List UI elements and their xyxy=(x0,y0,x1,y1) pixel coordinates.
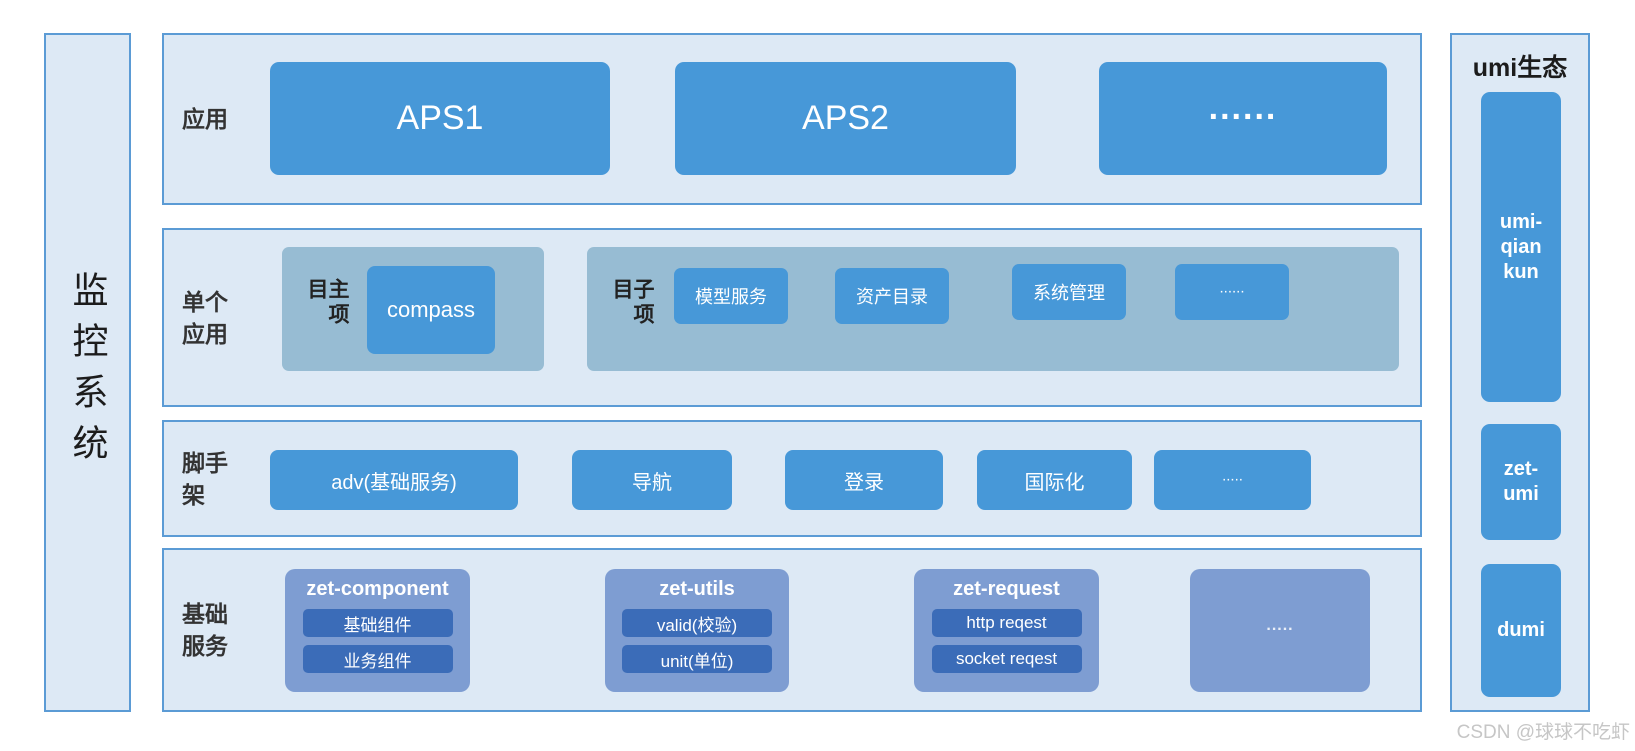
scaffold-box-i18n: 国际化 xyxy=(977,450,1132,510)
app-box-aps2: APS2 xyxy=(675,62,1016,175)
scaffold-box-i18n-label: 国际化 xyxy=(1024,471,1085,494)
scaffold-box-adv: adv(基础服务) xyxy=(270,450,518,510)
inner-box-socket-request: socket reqest xyxy=(931,645,1082,673)
umi-block-dumi: dumi xyxy=(1481,564,1561,697)
inner-box-unit: unit(单位) xyxy=(622,645,772,673)
umi-block-zet-umi: zet- umi xyxy=(1481,424,1561,540)
layer-base-services: 基础 服务 zet-component 基础组件 业务组件 zet-utils … xyxy=(162,548,1422,712)
inner-box-business-components: 业务组件 xyxy=(302,645,453,673)
group-zet-request: zet-request http reqest socket reqest xyxy=(914,569,1099,692)
sub-project-group: 子项目 模型服务 资产目录 系统管理 ...... xyxy=(587,247,1399,371)
layer-app: 应用 APS1 APS2 ...... xyxy=(162,33,1422,205)
sub-project-label: 子项目 xyxy=(610,278,654,328)
group-more-services: ..... xyxy=(1190,569,1370,692)
sub-box-model-service: 模型服务 xyxy=(674,268,788,324)
inner-box-valid-label: valid(校验) xyxy=(656,615,738,635)
group-zet-component: zet-component 基础组件 业务组件 xyxy=(285,569,470,692)
umi-ecosystem-title: umi生态 xyxy=(1472,54,1568,82)
app-box-aps1-label: APS1 xyxy=(396,99,484,137)
layer-single-app: 单个 应用 主项目 compass 子项目 模型服务 资产目录 系统管理 ...… xyxy=(162,228,1422,407)
compass-box: compass xyxy=(367,266,495,354)
umi-block-dumi-label: dumi xyxy=(1497,619,1545,641)
sub-box-more-label: ...... xyxy=(1219,279,1245,296)
scaffold-box-login-label: 登录 xyxy=(844,471,884,494)
umi-block-qiankun-label: umi- qian kun xyxy=(1499,210,1543,283)
inner-box-business-components-label: 业务组件 xyxy=(343,651,412,671)
umi-block-qiankun: umi- qian kun xyxy=(1481,92,1561,402)
scaffold-box-more-label: ..... xyxy=(1222,467,1243,484)
inner-box-base-components: 基础组件 xyxy=(302,609,453,637)
layer-base-services-label: 基础 服务 xyxy=(182,600,228,659)
scaffold-box-login: 登录 xyxy=(785,450,943,510)
monitor-system-bar: 监控系统 xyxy=(44,33,131,712)
app-box-more-label: ...... xyxy=(1208,88,1278,127)
scaffold-box-nav: 导航 xyxy=(572,450,732,510)
main-project-label: 主项目 xyxy=(305,278,349,328)
scaffold-box-nav-label: 导航 xyxy=(632,471,672,494)
inner-box-http-request: http reqest xyxy=(931,609,1082,637)
group-zet-utils-title: zet-utils xyxy=(659,578,735,600)
app-box-aps2-label: APS2 xyxy=(802,99,889,137)
umi-block-zet-umi-label: zet- umi xyxy=(1503,458,1539,505)
group-zet-request-title: zet-request xyxy=(953,578,1060,600)
scaffold-box-adv-label: adv(基础服务) xyxy=(331,471,457,494)
inner-box-unit-label: unit(单位) xyxy=(660,651,734,671)
app-box-more: ...... xyxy=(1099,62,1387,175)
sub-box-more: ...... xyxy=(1175,264,1289,320)
sub-box-model-service-label: 模型服务 xyxy=(695,287,767,307)
layer-single-app-label: 单个 应用 xyxy=(182,288,228,347)
sub-box-asset-catalog-label: 资产目录 xyxy=(856,287,928,307)
main-project-group: 主项目 compass xyxy=(282,247,544,371)
group-more-services-label: ..... xyxy=(1266,616,1294,634)
group-zet-component-title: zet-component xyxy=(306,578,449,600)
sub-box-asset-catalog: 资产目录 xyxy=(835,268,949,324)
scaffold-box-more: ..... xyxy=(1154,450,1311,510)
inner-box-valid: valid(校验) xyxy=(622,609,772,637)
compass-box-label: compass xyxy=(386,297,476,322)
group-zet-utils: zet-utils valid(校验) unit(单位) xyxy=(605,569,789,692)
csdn-watermark: CSDN @球球不吃虾 xyxy=(1456,722,1630,743)
app-box-aps1: APS1 xyxy=(270,62,610,175)
inner-box-http-request-label: http reqest xyxy=(966,613,1047,632)
layer-scaffold: 脚手 架 adv(基础服务) 导航 登录 国际化 ..... xyxy=(162,420,1422,537)
umi-ecosystem-panel: umi生态 umi- qian kun zet- umi dumi xyxy=(1450,33,1590,712)
inner-box-base-components-label: 基础组件 xyxy=(343,615,412,635)
sub-box-system-mgmt: 系统管理 xyxy=(1012,264,1126,320)
inner-box-socket-request-label: socket reqest xyxy=(955,649,1058,668)
sub-box-system-mgmt-label: 系统管理 xyxy=(1033,283,1105,303)
monitor-system-label: 监控系统 xyxy=(67,270,109,475)
layer-app-label: 应用 xyxy=(182,105,228,132)
layer-scaffold-label: 脚手 架 xyxy=(182,449,228,508)
